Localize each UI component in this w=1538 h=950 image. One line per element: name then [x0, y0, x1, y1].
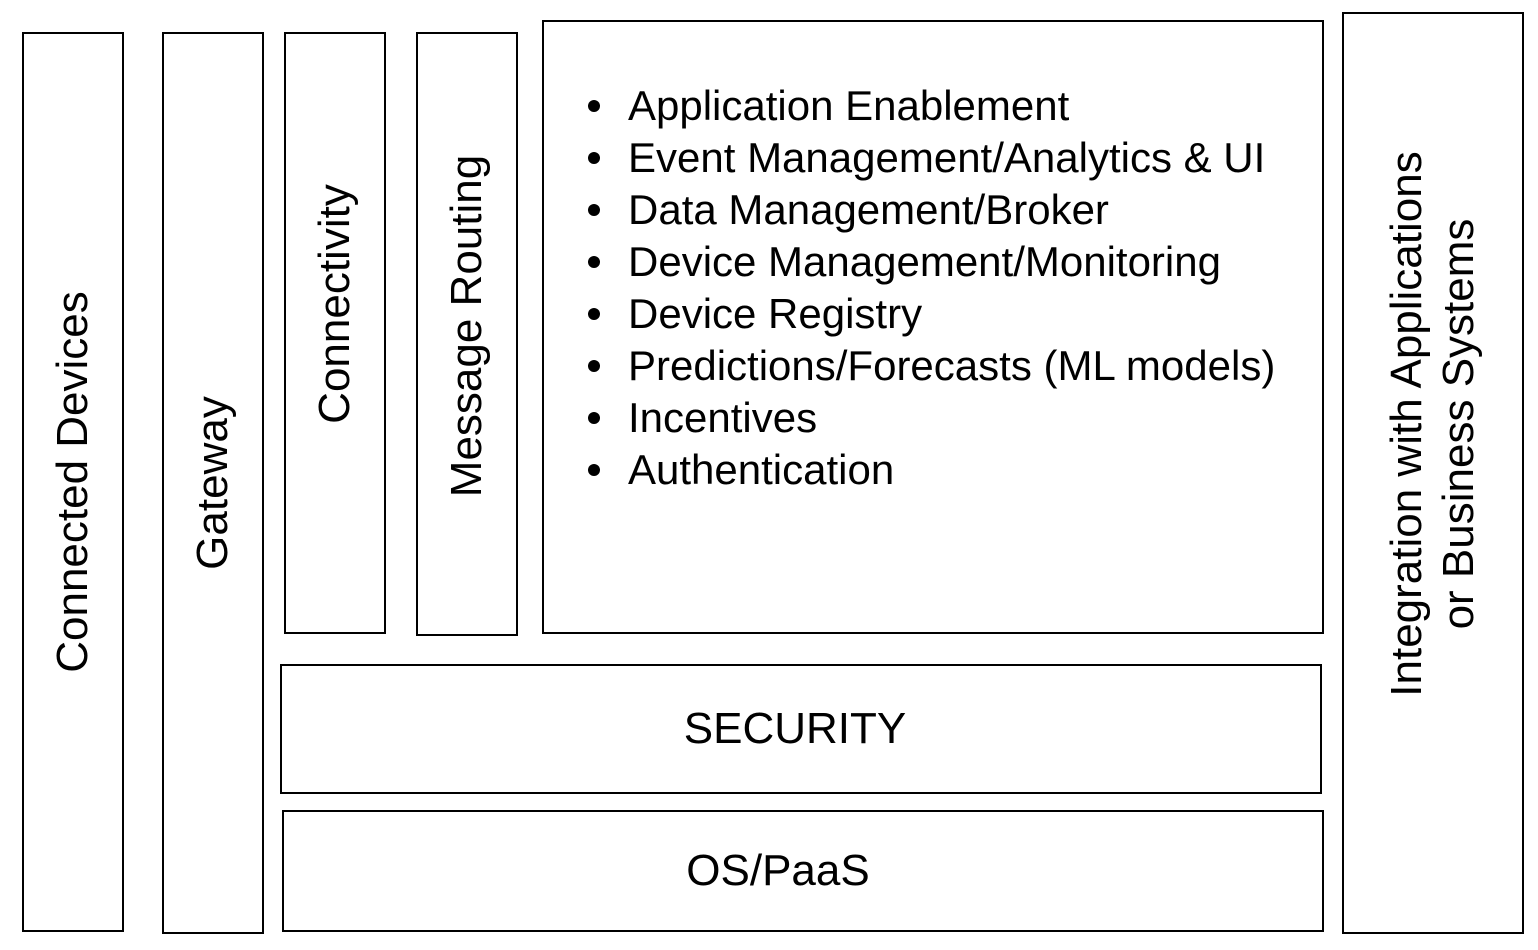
bullet-icon	[588, 308, 600, 320]
bullet-icon	[588, 256, 600, 268]
connectivity-box: Connectivity	[284, 32, 386, 634]
feature-text: Predictions/Forecasts (ML models)	[628, 342, 1276, 389]
connected-devices-label: Connected Devices	[48, 291, 97, 673]
feature-item: Authentication	[588, 444, 1288, 496]
integration-label-line1: Integration with Applications	[1382, 151, 1431, 697]
feature-item: Incentives	[588, 392, 1288, 444]
bullet-icon	[588, 412, 600, 424]
feature-item: Device Registry	[588, 288, 1288, 340]
gateway-box: Gateway	[162, 32, 264, 934]
feature-item: Event Management/Analytics & UI	[588, 132, 1288, 184]
bullet-icon	[588, 464, 600, 476]
bullet-icon	[588, 204, 600, 216]
bullet-icon	[588, 360, 600, 372]
connected-devices-box: Connected Devices	[22, 32, 124, 932]
feature-item: Application Enablement	[588, 80, 1288, 132]
security-label: SECURITY	[683, 704, 907, 753]
feature-item: Device Management/Monitoring	[588, 236, 1288, 288]
integration-label-line2: or Business Systems	[1434, 218, 1483, 630]
feature-text: Application Enablement	[628, 82, 1070, 129]
feature-text: Device Management/Monitoring	[628, 238, 1221, 285]
os-paas-label: OS/PaaS	[686, 846, 870, 895]
feature-text: Incentives	[628, 394, 818, 441]
message-routing-box: Message Routing	[416, 32, 518, 636]
integration-box: Integration with Applications or Busines…	[1342, 12, 1524, 934]
feature-text: Authentication	[628, 446, 895, 493]
feature-text: Data Management/Broker	[628, 186, 1109, 233]
feature-item: Predictions/Forecasts (ML models)	[588, 340, 1288, 392]
feature-item: Data Management/Broker	[588, 184, 1288, 236]
bullet-icon	[588, 152, 600, 164]
message-routing-label: Message Routing	[442, 154, 491, 498]
gateway-label: Gateway	[188, 396, 237, 570]
feature-text: Device Registry	[628, 290, 923, 337]
connectivity-label: Connectivity	[310, 184, 359, 424]
integration-label: Integration with Applications or Busines…	[1381, 151, 1485, 696]
bullet-icon	[588, 100, 600, 112]
os-paas-layer-box: OS/PaaS	[282, 810, 1324, 932]
feature-text: Event Management/Analytics & UI	[628, 134, 1266, 181]
security-layer-box: SECURITY	[280, 664, 1322, 794]
